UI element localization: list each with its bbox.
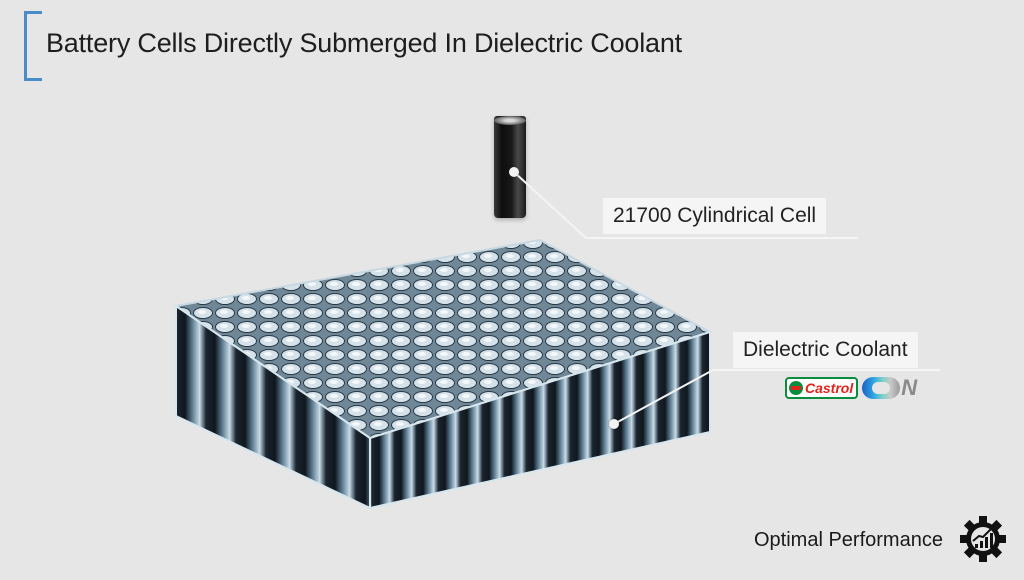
footer-brand-text: Optimal Performance [754, 529, 943, 551]
castrol-mark-icon [789, 381, 803, 395]
cell-terminal [494, 116, 526, 125]
castrol-logo: Castrol [785, 377, 859, 399]
on-o-icon [862, 377, 901, 399]
on-wordmark: N [901, 375, 918, 400]
on-logo: N [862, 375, 917, 401]
castrol-wordmark: Castrol [805, 380, 854, 396]
cell-label: 21700 Cylindrical Cell [603, 198, 827, 234]
slide-title: Battery Cells Directly Submerged In Diel… [46, 28, 682, 58]
battery-pack-illustration [173, 238, 713, 510]
gear-chart-icon [960, 516, 1006, 562]
brand-logos: Castrol N [785, 375, 917, 401]
coolant-label: Dielectric Coolant [733, 332, 918, 368]
coolant-callout-dot [609, 419, 619, 429]
title-bracket [24, 11, 42, 81]
cell-callout-dot [509, 167, 519, 177]
